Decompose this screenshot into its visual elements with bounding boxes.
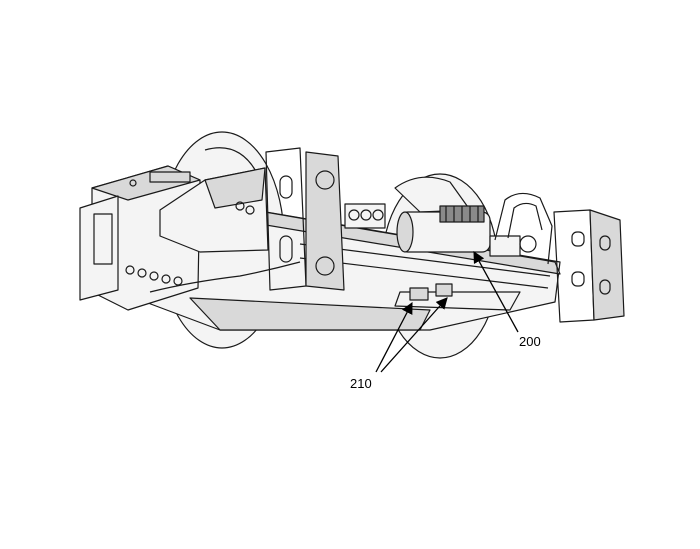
callout-200-label: 200 [519, 334, 541, 349]
right-lifting-bracket [553, 209, 625, 323]
callout-210-leader-b [380, 297, 448, 373]
callout-210-label: 210 [350, 376, 372, 391]
left-lifting-bracket [265, 147, 345, 291]
roller-set [344, 203, 386, 229]
bottom-plate [394, 283, 521, 311]
callout-200-leader [473, 250, 519, 333]
connector-ports [125, 265, 183, 286]
motor-assembly [394, 176, 537, 257]
cable-run [149, 261, 301, 293]
center-block [159, 167, 269, 253]
right-arch-bracket [494, 192, 553, 265]
callout-210-leader-a [375, 301, 413, 373]
